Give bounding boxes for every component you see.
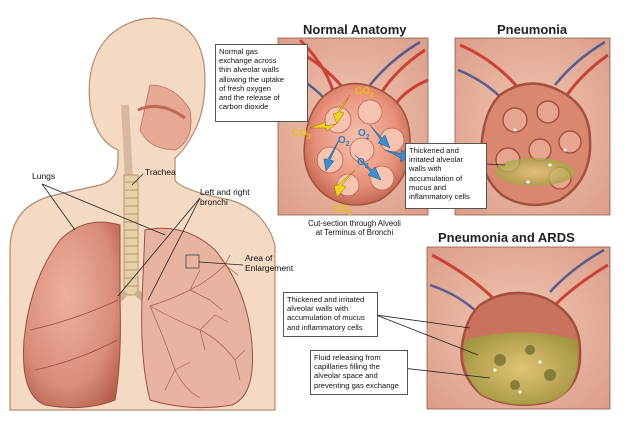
panel-normal-anatomy	[277, 37, 429, 216]
bronchial-tree	[149, 254, 246, 399]
o2-label: O2	[357, 157, 369, 170]
label-bronchi: Left and right bronchi	[200, 187, 250, 207]
callout-thickened-walls-pneumonia: Thickened and irritated alveolar walls w…	[405, 143, 487, 209]
caption-cut-section: Cut-section through Alveoli at Terminus …	[308, 219, 401, 237]
panel-pneumonia	[454, 37, 611, 216]
label-trachea: Trachea	[145, 167, 176, 177]
heading-pneumonia: Pneumonia	[497, 22, 568, 37]
panel-pneumonia-ards	[426, 246, 611, 410]
co2-label: CO2	[292, 128, 311, 141]
o2-label: O2	[338, 135, 350, 148]
callout-fluid-release: Fluid releasing from capillaries filling…	[310, 350, 408, 395]
area-of-enlargement-marker	[185, 254, 200, 269]
co2-label: CO2	[333, 204, 352, 217]
heading-pneumonia-ards: Pneumonia and ARDS	[438, 230, 575, 245]
molecule-labels: CO2 CO2 CO2 O2 O2 O2	[292, 86, 374, 217]
callout-thickened-walls-ards: Thickened and irritated alveolar walls w…	[283, 292, 378, 337]
co2-arrows	[309, 94, 356, 198]
o2-label: O2	[358, 128, 370, 141]
heading-normal-anatomy: Normal Anatomy	[303, 22, 407, 37]
co2-label: CO2	[355, 86, 374, 99]
lung-right	[22, 221, 121, 409]
label-area-of-enlargement: Area of Enlargement	[245, 253, 294, 273]
label-lungs: Lungs	[32, 171, 56, 181]
callout-gas-exchange: Normal gas exchange across thin alveolar…	[215, 44, 308, 122]
lung-left	[141, 227, 254, 409]
